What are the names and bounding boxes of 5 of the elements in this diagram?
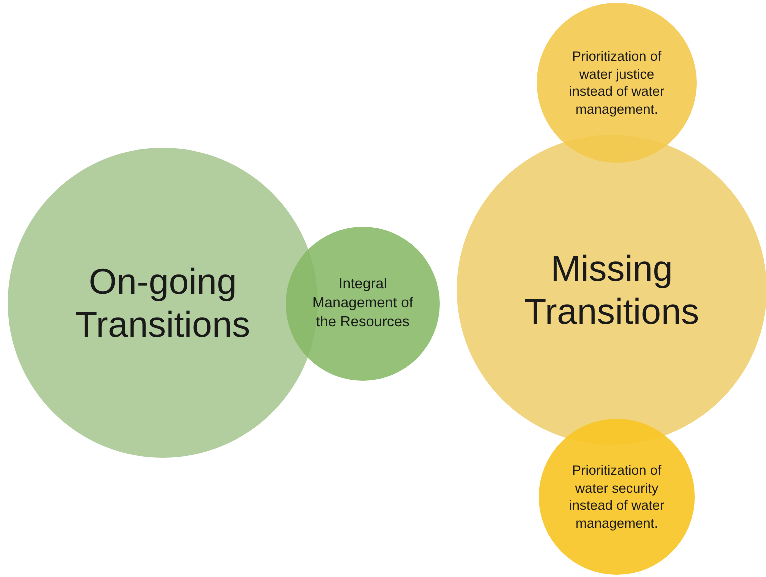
node-label: On-going Transitions bbox=[74, 260, 252, 346]
node-label: Missing Transitions bbox=[524, 246, 700, 334]
node-label: Integral Management of the Resources bbox=[312, 276, 414, 332]
node-label: Prioritization of water justice instead of water management. bbox=[568, 48, 666, 118]
node-label: Prioritization of water security instead of water management. bbox=[568, 462, 666, 532]
